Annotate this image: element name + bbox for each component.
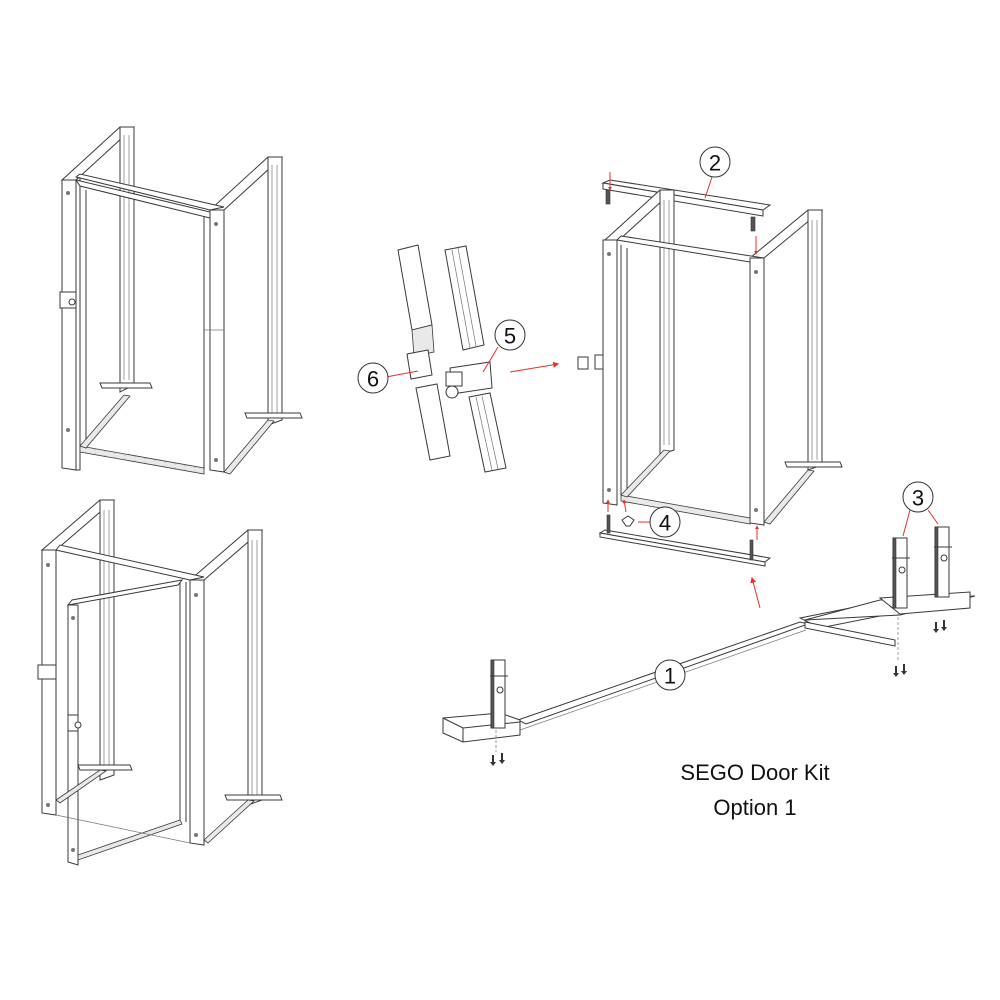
- callout-4: 4: [638, 506, 681, 538]
- svg-text:2: 2: [709, 151, 721, 176]
- callout-1: 1: [654, 659, 686, 691]
- hinge-detail-view: [397, 244, 604, 473]
- frame-closed-view: [59, 126, 303, 475]
- svg-text:6: 6: [367, 367, 379, 392]
- svg-text:5: 5: [504, 324, 516, 349]
- caption-subtitle: Option 1: [713, 795, 797, 820]
- frame-open-view: [37, 499, 283, 866]
- callout-3: 3: [902, 481, 939, 537]
- callout-2: 2: [699, 146, 731, 199]
- base-assembly-view: [442, 526, 976, 766]
- svg-text:1: 1: [664, 664, 676, 689]
- caption-title: SEGO Door Kit: [680, 760, 830, 785]
- svg-text:3: 3: [912, 486, 924, 511]
- svg-text:4: 4: [659, 511, 671, 536]
- frame-exploded-view: [598, 172, 843, 609]
- callout-6: 6: [357, 362, 419, 394]
- callout-5: 5: [482, 319, 526, 373]
